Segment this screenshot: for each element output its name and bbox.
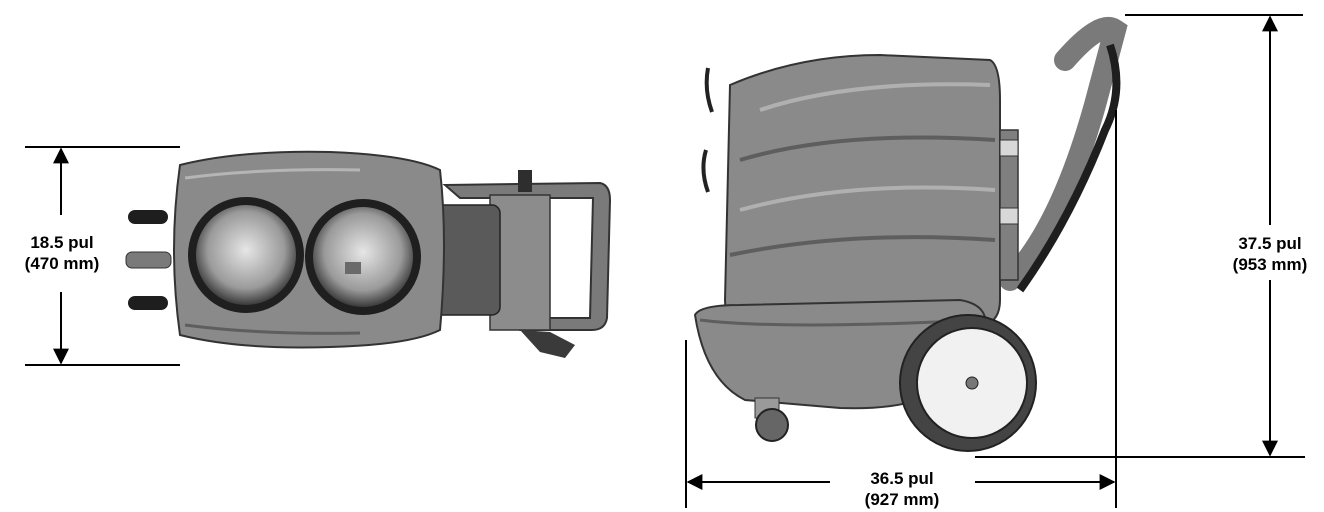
machine-side-view xyxy=(693,17,1128,452)
height-label: 37.5 pul (953 mm) xyxy=(1208,233,1324,275)
height-dimension xyxy=(975,14,1305,458)
machine-top-view xyxy=(125,150,612,358)
width-label: 18.5 pul (470 mm) xyxy=(0,232,124,274)
width-dimension xyxy=(25,146,180,366)
length-dimension xyxy=(685,110,1117,508)
length-value: 36.5 pul xyxy=(870,469,934,488)
length-metric: (927 mm) xyxy=(864,490,940,509)
width-value: 18.5 pul xyxy=(30,233,94,252)
height-value: 37.5 pul xyxy=(1238,234,1302,253)
height-metric: (953 mm) xyxy=(1232,255,1308,274)
width-metric: (470 mm) xyxy=(24,254,100,273)
length-label: 36.5 pul (927 mm) xyxy=(840,468,964,510)
